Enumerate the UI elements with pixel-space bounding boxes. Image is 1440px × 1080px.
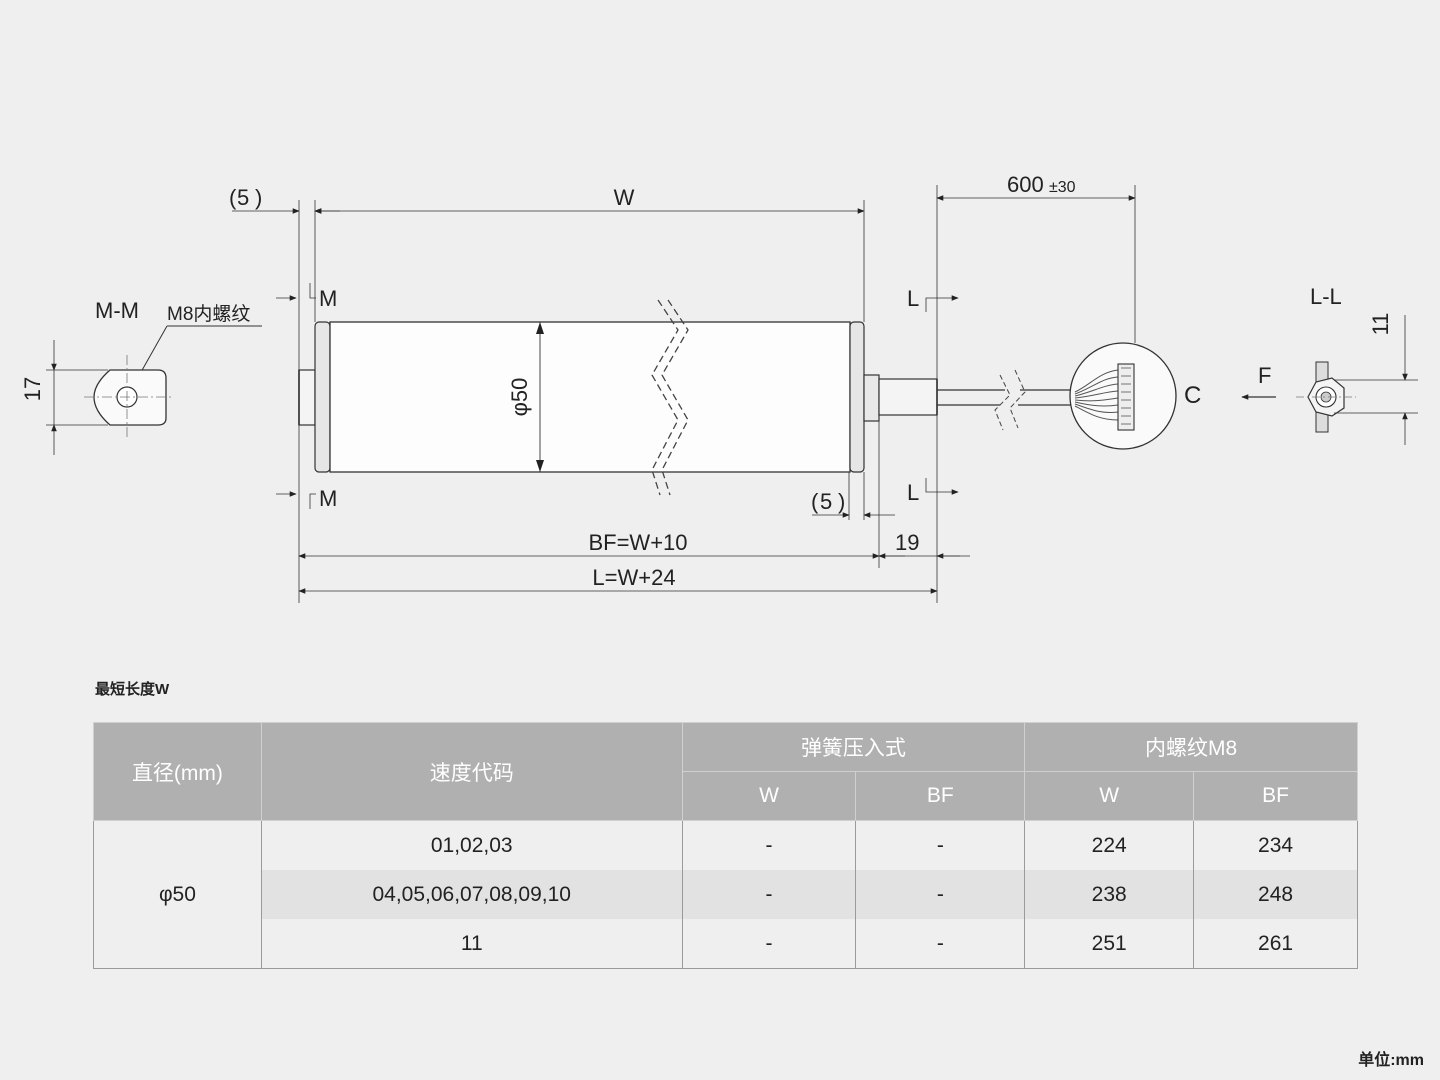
section-mm-label: M-M [95,298,139,323]
speed-code-cell: 04,05,06,07,08,09,10 [260,870,683,919]
marker-l-bottom: L [907,480,919,505]
thread-bf-cell: 261 [1193,919,1358,969]
dim-600-tolerance: ±30 [1049,179,1076,196]
dim-11: 11 [1368,313,1393,336]
section-m-m: M-M M8内螺纹 17 [20,298,262,455]
section-l-l: L-L F 11 [1241,284,1418,445]
marker-m-top: M [319,286,337,311]
dim-5-right-open: ( [811,489,819,514]
header-thread-bf: BF [1193,771,1358,821]
speed-code-cell: 01,02,03 [260,820,683,870]
roller-body: φ50 [298,299,1075,496]
dim-5-right-close: ) [838,489,845,514]
connector-detail-c: C [1069,342,1201,450]
dim-l: L=W+24 [592,565,675,590]
table-row: φ50 01,02,03 - - 224 234 [93,820,1358,969]
dim-5-left-open: ( [229,185,237,210]
dim-600: 600 [1007,172,1044,197]
header-thread-group: 内螺纹M8 [1024,722,1358,772]
header-speed-code: 速度代码 [260,722,683,821]
dimension-labels: ( 5 ) W M M 600 ±30 L L ( 5 ) 19 BF=W+10… [229,172,1076,590]
table-row: 04,05,06,07,08,09,10 - - 238 248 [94,870,1358,919]
dimensions [232,185,1136,603]
diameter-value: φ50 [93,820,262,969]
spring-bf-cell: - [855,919,1026,969]
dim-phi50: φ50 [507,378,532,417]
dim-w: W [614,185,635,210]
technical-drawing: M-M M8内螺纹 17 φ50 [20,172,1418,603]
label-f: F [1258,363,1271,388]
thread-bf-cell: 248 [1193,870,1358,919]
dim-5-left-close: ) [255,185,262,210]
thread-label: M8内螺纹 [167,303,250,325]
dim-19: 19 [895,530,919,555]
header-spring-group: 弹簧压入式 [681,722,1026,772]
dim-bf: BF=W+10 [588,530,687,555]
table-row: 11 - - 251 261 [94,919,1358,969]
header-diameter: 直径(mm) [93,722,262,821]
spring-w-cell: - [681,870,857,919]
spring-w-cell: - [681,919,857,969]
header-spring-w: W [681,771,857,821]
spring-w-cell: - [681,820,857,870]
header-spring-bf: BF [855,771,1026,821]
unit-label: 单位:mm [1358,1052,1424,1069]
spring-bf-cell: - [855,820,1026,870]
thread-w-cell: 251 [1024,919,1195,969]
dim-5-left: 5 [237,185,249,210]
thread-bf-cell: 234 [1193,820,1358,870]
section-title: 最短长度W [95,681,170,698]
marker-m-bottom: M [319,486,337,511]
min-length-table: 直径(mm) 速度代码 弹簧压入式 内螺纹M8 W BF W BF φ50 01… [93,722,1358,969]
thread-w-cell: 238 [1024,870,1195,919]
dim-17: 17 [20,377,45,401]
speed-code-cell: 11 [260,919,683,969]
section-ll-label: L-L [1310,284,1342,309]
dim-5-right: 5 [820,489,832,514]
spring-bf-cell: - [855,870,1026,919]
thread-w-cell: 224 [1024,820,1195,870]
marker-l-top: L [907,286,919,311]
header-thread-w: W [1024,771,1195,821]
label-c: C [1184,382,1201,409]
